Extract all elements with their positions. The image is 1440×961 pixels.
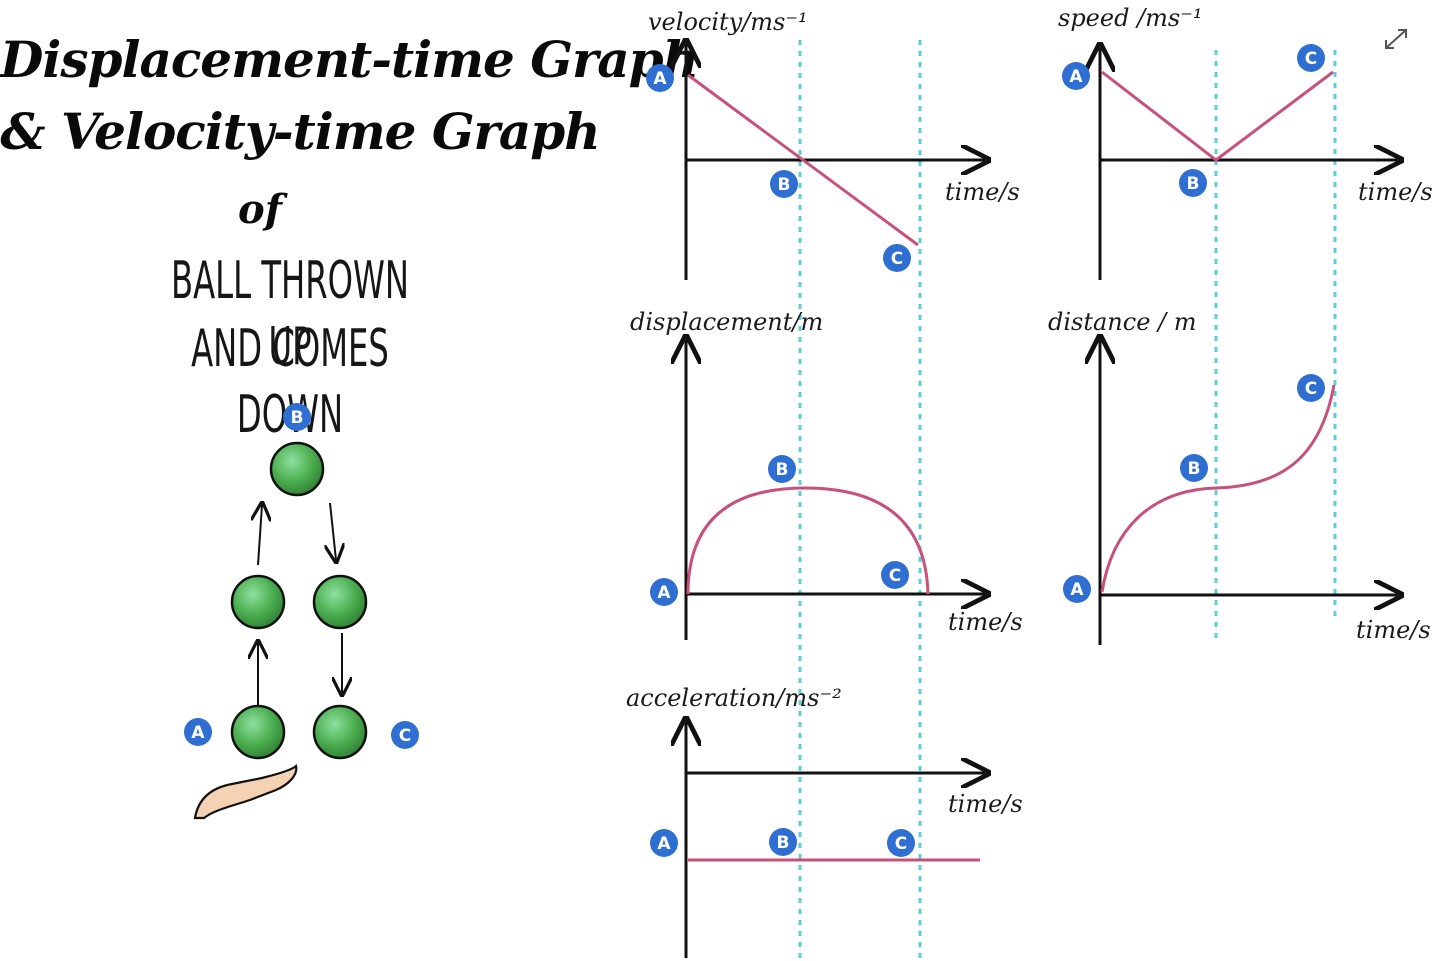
displacement-graph: displacement/m time/s A B C xyxy=(630,308,1023,640)
arrow-down-upper xyxy=(330,502,336,560)
ball-icon xyxy=(230,704,286,760)
acceleration-x-label: time/s xyxy=(948,790,1023,818)
acceleration-badge-c: C xyxy=(887,829,915,857)
displacement-y-label: displacement/m xyxy=(630,308,823,336)
velocity-badge-a: A xyxy=(646,64,674,92)
acceleration-graph: acceleration/ms⁻² time/s A B C xyxy=(626,684,1023,958)
svg-text:A: A xyxy=(657,583,671,603)
subtitle-line-2: AND COMES DOWN xyxy=(191,319,389,445)
title-line-2: & Velocity-time Graph xyxy=(0,102,600,161)
displacement-badge-c: C xyxy=(881,561,909,589)
svg-text:A: A xyxy=(657,834,671,854)
distance-badge-c: C xyxy=(1297,374,1325,402)
velocity-x-label: time/s xyxy=(945,178,1020,206)
ball-icon xyxy=(312,574,368,630)
distance-graph: distance / m time/s A B C xyxy=(1048,308,1431,645)
svg-text:C: C xyxy=(889,566,901,586)
svg-text:B: B xyxy=(291,408,304,428)
distance-badge-a: A xyxy=(1063,575,1091,603)
svg-text:B: B xyxy=(777,833,790,853)
speed-badge-a: A xyxy=(1062,62,1090,90)
svg-text:A: A xyxy=(1070,580,1084,600)
svg-text:A: A xyxy=(191,723,205,743)
distance-y-label: distance / m xyxy=(1048,308,1197,336)
displacement-curve xyxy=(686,486,930,595)
velocity-graph: velocity/ms⁻¹ time/s A B C xyxy=(646,8,1020,280)
ball-icon xyxy=(269,441,325,497)
arrow-up-upper xyxy=(258,505,262,566)
subtitle-line-1: BALL THROWN UP xyxy=(170,251,410,377)
svg-text:B: B xyxy=(1187,174,1200,194)
velocity-y-label: velocity/ms⁻¹ xyxy=(648,8,808,36)
ball-badge-a: A xyxy=(184,718,212,746)
ball-badge-b: B xyxy=(283,403,311,431)
displacement-x-label: time/s xyxy=(948,608,1023,636)
distance-badge-b: B xyxy=(1180,454,1208,482)
speed-graph: speed /ms⁻¹ time/s A B C xyxy=(1058,4,1433,280)
speed-x-label: time/s xyxy=(1358,178,1433,206)
ball-illustration: B A C xyxy=(184,403,419,820)
speed-badge-b: B xyxy=(1179,169,1207,197)
expand-icon[interactable] xyxy=(1385,29,1407,49)
acceleration-y-label: acceleration/ms⁻² xyxy=(626,684,842,712)
speed-badge-c: C xyxy=(1297,44,1325,72)
guide-lines xyxy=(798,40,1337,961)
svg-text:C: C xyxy=(399,726,411,746)
distance-x-label: time/s xyxy=(1356,616,1431,644)
svg-text:C: C xyxy=(1305,379,1317,399)
distance-curve xyxy=(1100,384,1336,593)
acceleration-badge-a: A xyxy=(650,829,678,857)
title-line-3: of xyxy=(238,186,282,233)
svg-text:B: B xyxy=(1188,459,1201,479)
svg-text:C: C xyxy=(891,249,903,269)
displacement-badge-a: A xyxy=(650,578,678,606)
svg-text:A: A xyxy=(653,69,667,89)
displacement-badge-b: B xyxy=(768,455,796,483)
hand-icon xyxy=(193,763,298,820)
svg-text:B: B xyxy=(778,175,791,195)
title-line-1: Displacement-time Graph xyxy=(0,30,699,89)
velocity-curve xyxy=(687,73,919,247)
svg-text:C: C xyxy=(1305,49,1317,69)
ball-icon xyxy=(312,704,368,760)
ball-badge-c: C xyxy=(391,721,419,749)
ball-icon xyxy=(230,574,286,630)
speed-curve xyxy=(1101,70,1334,162)
acceleration-badge-b: B xyxy=(769,828,797,856)
svg-text:A: A xyxy=(1069,67,1083,87)
speed-y-label: speed /ms⁻¹ xyxy=(1058,4,1203,32)
velocity-badge-b: B xyxy=(770,170,798,198)
svg-text:B: B xyxy=(776,460,789,480)
svg-text:C: C xyxy=(895,834,907,854)
velocity-badge-c: C xyxy=(883,244,911,272)
